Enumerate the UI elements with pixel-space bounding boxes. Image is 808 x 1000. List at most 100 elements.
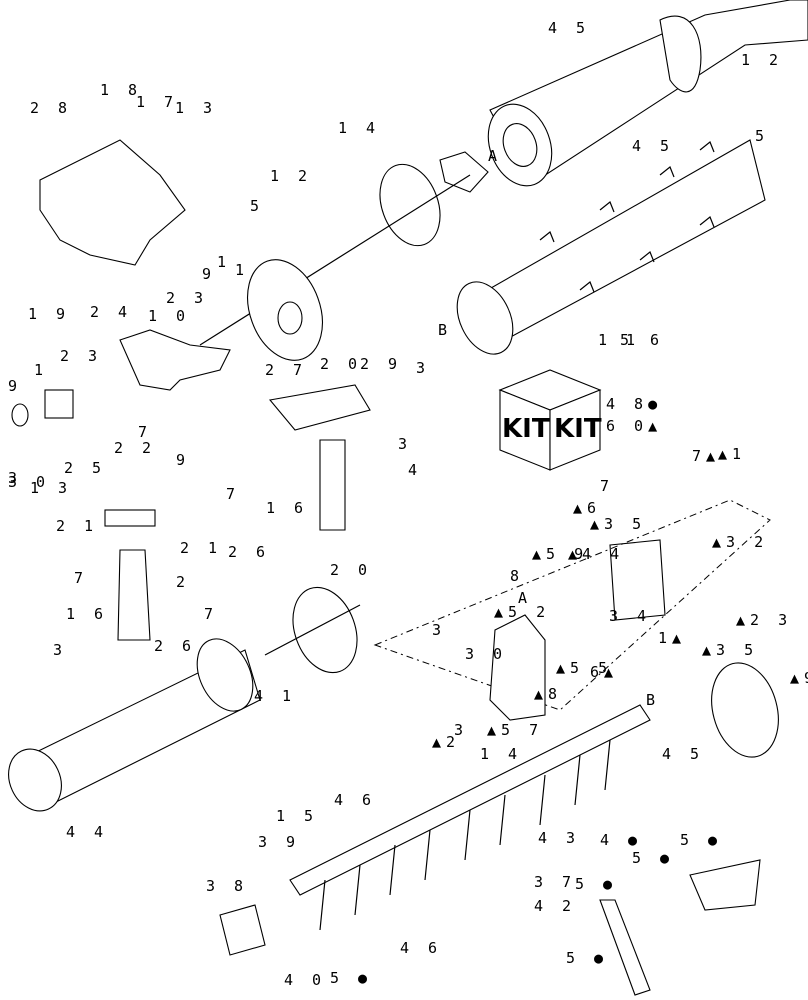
callout-label: ▲6: [573, 499, 602, 517]
callout-label: 7: [74, 569, 89, 587]
callout-label: 2 3: [166, 289, 209, 307]
callout-label: 2 0: [320, 355, 363, 373]
callout-label: 2 6: [154, 637, 197, 655]
callout-label: 4 6: [334, 791, 377, 809]
callout-label: ▲2: [432, 733, 461, 751]
callout-label: 4 5: [662, 745, 705, 763]
callout-label: 3: [416, 359, 431, 377]
callout-label: 6: [650, 331, 665, 349]
callout-label: 4: [408, 461, 423, 479]
bearing-housing-35: [609, 539, 666, 621]
callout-label: 1 5: [276, 807, 319, 825]
callout-label: 3 7: [534, 873, 577, 891]
callout-label: 3 0: [8, 473, 51, 491]
callout-label: 4 4: [66, 823, 109, 841]
callout-label: ▲9: [790, 669, 808, 687]
callout-label: A: [488, 147, 503, 165]
callout-label: ▲3 5: [590, 515, 647, 533]
callout-label: 2 7: [265, 361, 308, 379]
callout-label: 7▲: [692, 447, 721, 465]
callout-label: ▲3 2: [712, 533, 769, 551]
toothed-drum: [456, 139, 766, 355]
callout-label: ▲8: [534, 685, 563, 703]
callout-label: 1 7: [136, 93, 179, 111]
support-16-right: [319, 439, 346, 531]
callout-label: 7: [226, 485, 241, 503]
callout-label: 5: [250, 197, 265, 215]
callout-label: 2: [176, 573, 191, 591]
callout-label: ▲4 4: [568, 545, 625, 563]
rake-shaft-41: [289, 704, 651, 931]
callout-label: 1 9: [28, 305, 71, 323]
washer-9: [11, 403, 29, 427]
callout-label: ▲2 3: [736, 611, 793, 629]
callout-label: ▲5 9: [532, 545, 589, 563]
callout-label: 1 2: [741, 51, 784, 69]
callout-label: 1 2: [270, 167, 313, 185]
plate-29: [268, 384, 371, 431]
callout-label: 4 2: [534, 897, 577, 915]
lower-drum-tube: [8, 638, 261, 812]
kit-box-icon: [498, 369, 602, 471]
callout-label: 5: [755, 127, 770, 145]
callout-label: 1: [235, 261, 250, 279]
end-bracket-42: [219, 904, 266, 956]
callout-label: 2 2: [114, 439, 157, 457]
callout-label: 3 8: [206, 877, 249, 895]
callout-label: 1: [217, 253, 232, 271]
lever-52: [599, 899, 651, 996]
callout-label: 3 4: [609, 607, 652, 625]
callout-label: 2 3: [60, 347, 103, 365]
shield-28: [39, 139, 186, 266]
callout-label: ▲5 5: [556, 659, 613, 677]
callout-label: 1 6: [266, 499, 309, 517]
callout-label: 5 ●: [575, 875, 618, 893]
callout-label: 2 1: [56, 517, 99, 535]
flange-14-lower: [292, 586, 358, 674]
callout-label: 2 5: [64, 459, 107, 477]
callout-label: 2 1: [180, 539, 223, 557]
callout-label: 3 0: [465, 645, 508, 663]
callout-label: 3: [454, 721, 469, 739]
hub-flange-35: [711, 662, 779, 758]
callout-label: 7: [138, 423, 153, 441]
callout-label: 1 4: [480, 745, 523, 763]
callout-label: 7: [204, 605, 219, 623]
callout-label: 1 1: [598, 331, 641, 349]
callout-label: 3 9: [258, 833, 301, 851]
callout-label: 3: [432, 621, 447, 639]
callout-label: 9: [8, 377, 23, 395]
callout-label: 9: [176, 451, 191, 469]
support-16-left: [117, 549, 151, 641]
hub-adaptor-a: [439, 151, 489, 193]
callout-label: 4 1: [254, 687, 297, 705]
callout-label: ▲1: [718, 445, 747, 463]
callout-label: 4 5: [632, 137, 675, 155]
callout-label: 1 3: [175, 99, 218, 117]
callout-label: 1 0: [148, 307, 191, 325]
callout-label: 1 8: [100, 81, 143, 99]
callout-label: 2 4: [90, 303, 133, 321]
callout-label: 8: [510, 567, 525, 585]
callout-label: 6▲: [590, 663, 619, 681]
callout-label: ▲5 2: [494, 603, 551, 621]
callout-label: B: [646, 691, 661, 709]
callout-label: 4 0: [284, 971, 327, 989]
callout-label: 5 ●: [632, 849, 675, 867]
callout-label: 5: [620, 331, 635, 349]
callout-label: 4 3: [538, 829, 581, 847]
callout-label: 2 0: [330, 561, 373, 579]
callout-label: 5 ●: [566, 949, 609, 967]
callout-label: 1 4: [338, 119, 381, 137]
callout-label: 4 6: [400, 939, 443, 957]
bracket-24: [119, 329, 231, 391]
callout-label: 7: [600, 477, 615, 495]
pin-21: [104, 509, 156, 527]
callout-label: 3: [8, 469, 23, 487]
callout-label: 1: [34, 361, 49, 379]
callout-label: 5 ●: [680, 831, 723, 849]
callout-label: 1▲: [658, 629, 687, 647]
lower-shaft: [264, 604, 361, 656]
